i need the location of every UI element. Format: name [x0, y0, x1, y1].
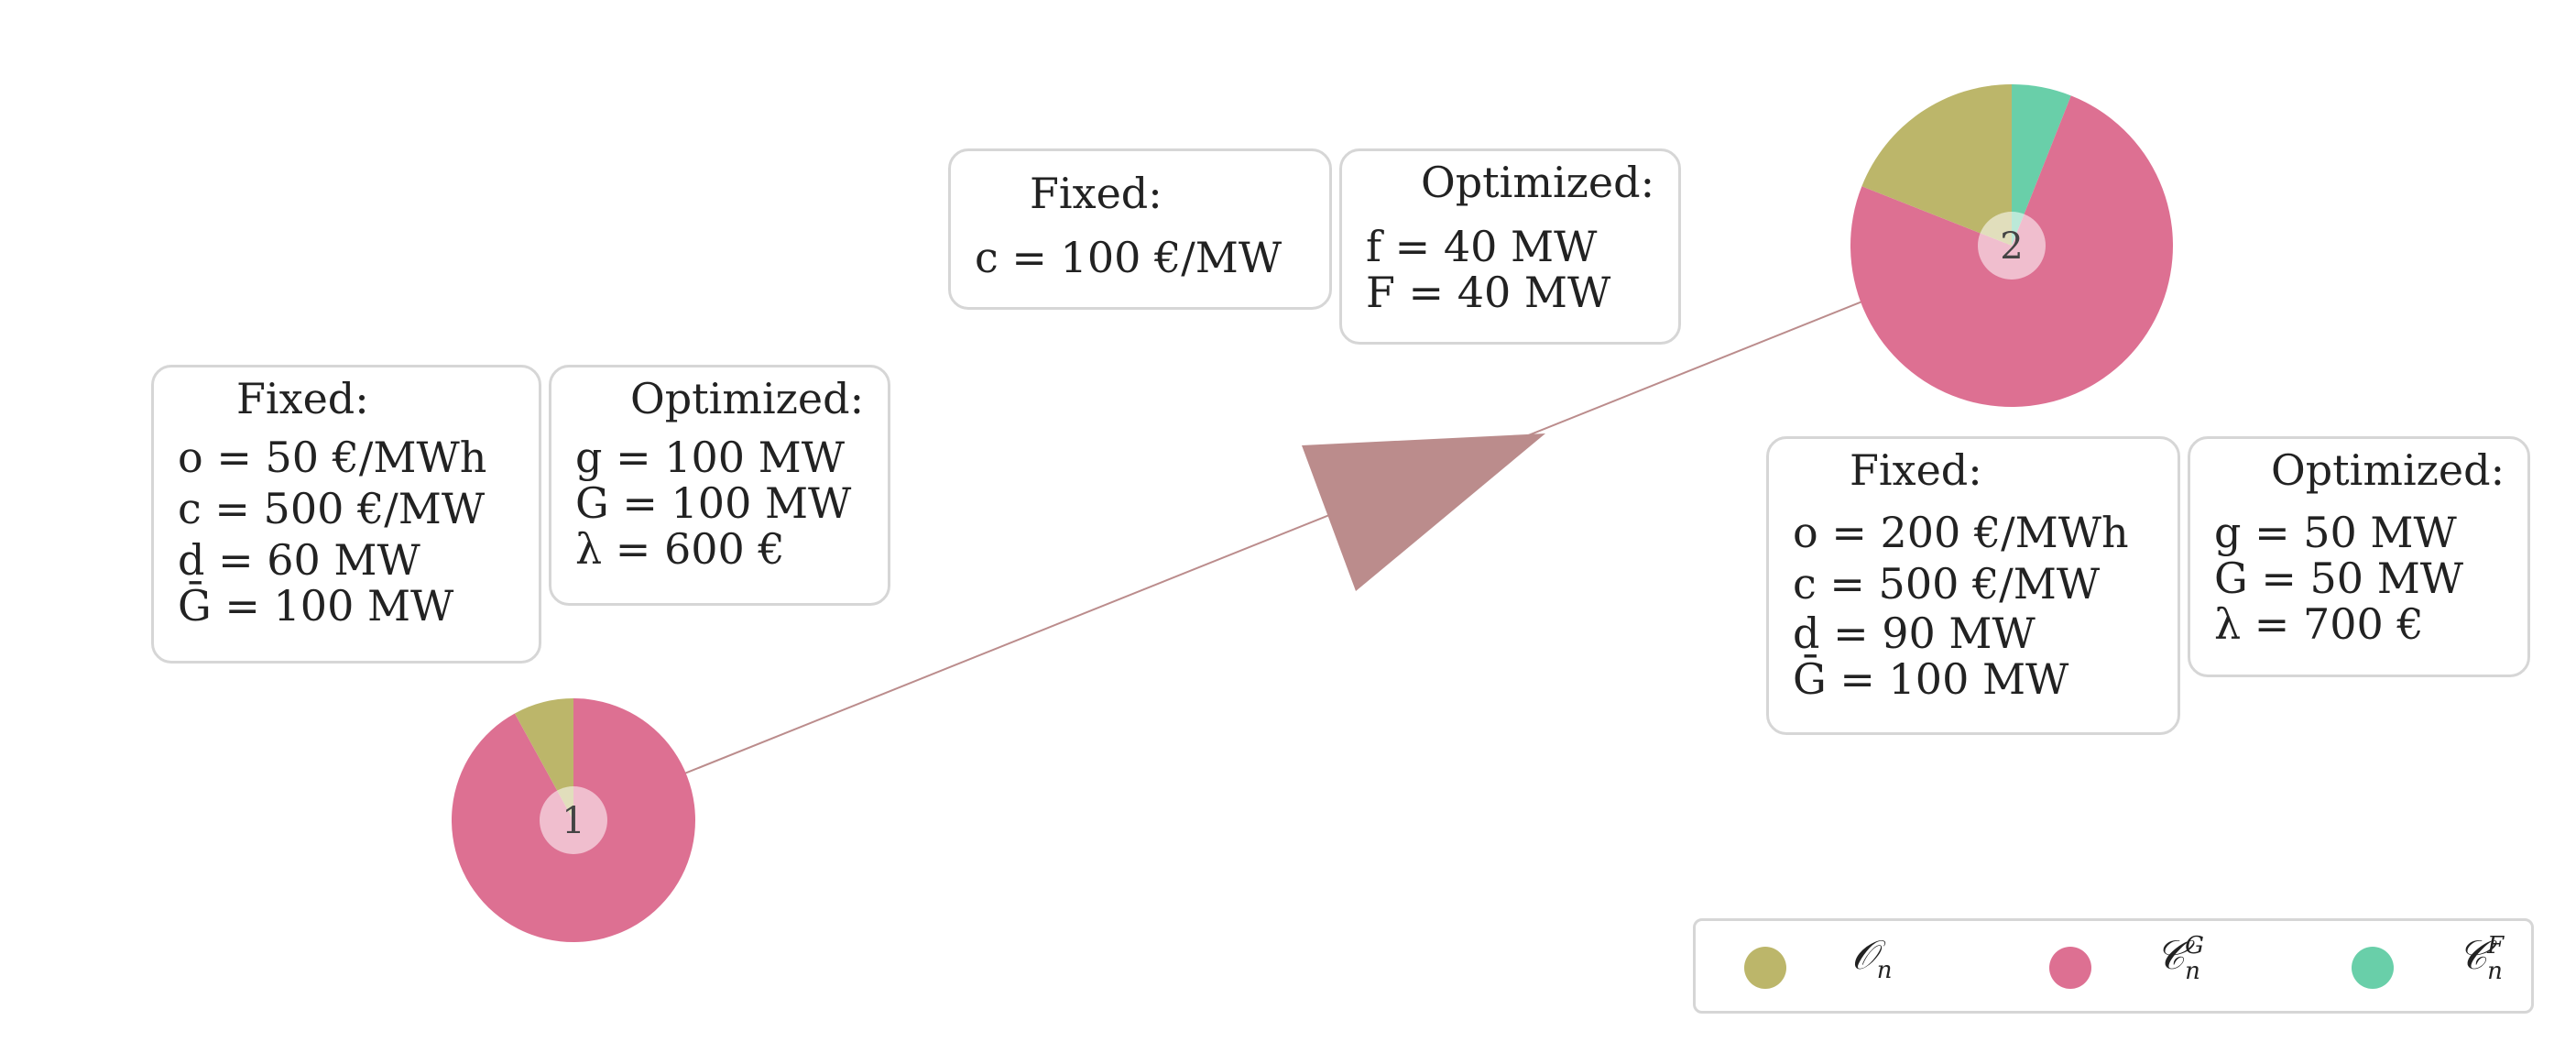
node-1-center: [540, 786, 607, 854]
node-2-label: 2: [2000, 225, 2023, 268]
node2-optimized-box: Optimized: g = 50 MW G = 50 MW λ = 700 €: [2188, 436, 2530, 677]
node1-fixed-line: d = 60 MW: [178, 535, 420, 585]
node2-fixed-line: o = 200 €/MWh: [1793, 508, 2129, 557]
legend-dot-flow-capacity-cost: [2352, 947, 2394, 989]
node1-optimized-line: G = 100 MW: [575, 478, 852, 528]
edge-optimized-box: Optimized: f = 40 MW F = 40 MW: [1339, 148, 1681, 345]
edge-optimized-line: f = 40 MW: [1366, 222, 1598, 271]
node2-optimized-line: g = 50 MW: [2214, 508, 2457, 557]
edge-line: [576, 239, 2016, 817]
node2-optimized-line: G = 50 MW: [2214, 554, 2464, 603]
edge-optimized-line: F = 40 MW: [1366, 268, 1611, 317]
node-2-slice-flow-capacity-cost: [2012, 84, 2071, 246]
node2-optimized-header: Optimized:: [2271, 445, 2505, 495]
node2-fixed-line: c = 500 €/MW: [1793, 559, 2101, 609]
node-2-center: [1978, 212, 2046, 280]
node1-fixed-line: Ḡ = 100 MW: [178, 581, 454, 631]
node1-fixed-line: o = 50 €/MWh: [178, 433, 487, 482]
node2-fixed-line: d = 90 MW: [1793, 609, 2036, 658]
node-2-slice-operating-cost: [1861, 84, 2012, 246]
edge-fixed-box: Fixed: c = 100 €/MW: [948, 148, 1332, 310]
node2-fixed-box: Fixed: o = 200 €/MWh c = 500 €/MW d = 90…: [1766, 436, 2180, 735]
legend-label-operating-cost: 𝒪n: [1851, 932, 1893, 984]
flow-arrow: [1302, 433, 1545, 591]
node2-optimized-line: λ = 700 €: [2214, 599, 2424, 649]
edge-fixed-line: c = 100 €/MW: [975, 233, 1283, 282]
legend-dot-operating-cost: [1744, 947, 1786, 989]
edge-optimized-header: Optimized:: [1421, 158, 1655, 207]
node1-fixed-box: Fixed: o = 50 €/MWh c = 500 €/MW d = 60 …: [151, 365, 541, 664]
node-2[interactable]: 2: [1850, 84, 2173, 407]
node1-fixed-line: c = 500 €/MW: [178, 484, 486, 533]
edge-fixed-header: Fixed:: [1030, 169, 1162, 218]
node2-fixed-line: Ḡ = 100 MW: [1793, 654, 2069, 704]
node1-optimized-box: Optimized: g = 100 MW G = 100 MW λ = 600…: [549, 365, 890, 606]
legend-dot-generation-capacity-cost: [2049, 947, 2091, 989]
node1-fixed-header: Fixed:: [236, 374, 369, 423]
node1-optimized-line: λ = 600 €: [575, 524, 785, 574]
node1-optimized-header: Optimized:: [630, 374, 865, 423]
node-1-label: 1: [562, 800, 584, 842]
node1-optimized-line: g = 100 MW: [575, 433, 846, 482]
node2-fixed-header: Fixed:: [1850, 445, 1982, 495]
node-1[interactable]: 1: [452, 698, 696, 942]
